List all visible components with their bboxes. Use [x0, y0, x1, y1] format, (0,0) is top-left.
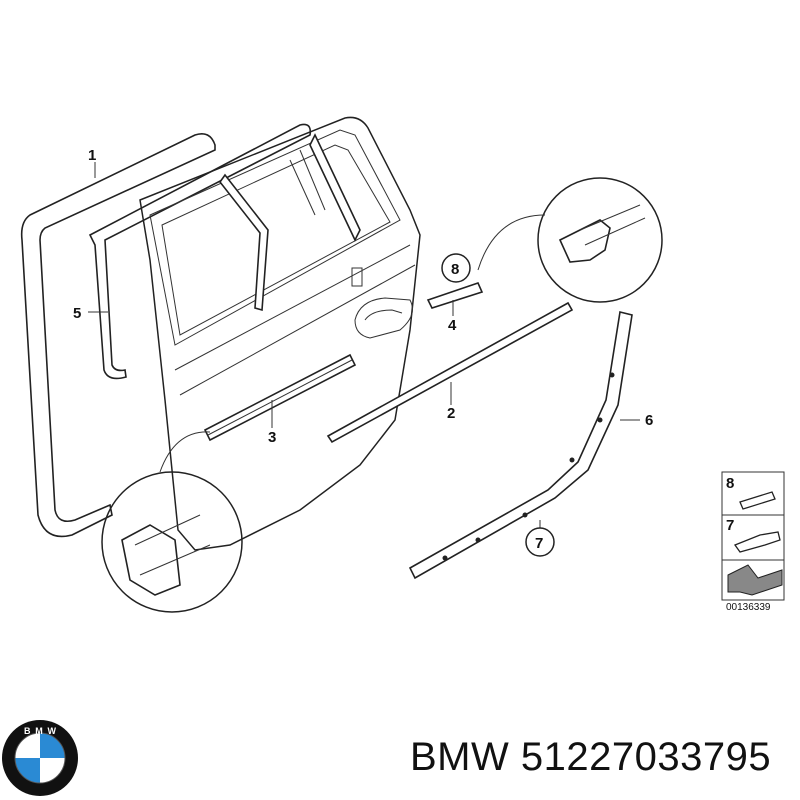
legend-item-8-label: 8 — [726, 475, 734, 492]
window-seal-part-5 — [88, 123, 312, 380]
legend-box: 8 7 00136339 — [721, 471, 785, 613]
callout-5: 5 — [73, 305, 81, 322]
door-moulding-part-3 — [203, 353, 357, 442]
callout-1: 1 — [88, 147, 96, 164]
clip-strip-part-4 — [426, 282, 484, 316]
legend-item-7-label: 7 — [726, 517, 734, 534]
legend-bracket-icon — [733, 531, 781, 553]
callout-3: 3 — [268, 429, 276, 446]
legend-clip-icon — [739, 491, 776, 510]
callout-8: 8 — [451, 261, 459, 278]
callout-2: 2 — [447, 405, 455, 422]
bmw-logo-icon: BMW — [2, 720, 78, 796]
legend-arrow-icon — [727, 564, 783, 596]
legend-code: 00136339 — [726, 602, 771, 613]
callout-7-badge: 7 — [525, 527, 555, 557]
door-frame-seal-part-1 — [20, 132, 216, 538]
brand-part-number: BMW 51227033795 — [410, 735, 772, 779]
channel-part-6 — [408, 311, 640, 580]
logo-letters: BMW — [24, 726, 57, 736]
callout-7: 7 — [535, 535, 543, 552]
callout-8-badge: 8 — [441, 253, 471, 283]
trim-strip-part-2 — [326, 301, 574, 444]
door-panel — [139, 116, 421, 551]
detail-circle-lower — [101, 431, 243, 613]
callout-4: 4 — [448, 317, 457, 334]
callout-6: 6 — [645, 412, 653, 429]
detail-circle-upper — [477, 177, 663, 303]
